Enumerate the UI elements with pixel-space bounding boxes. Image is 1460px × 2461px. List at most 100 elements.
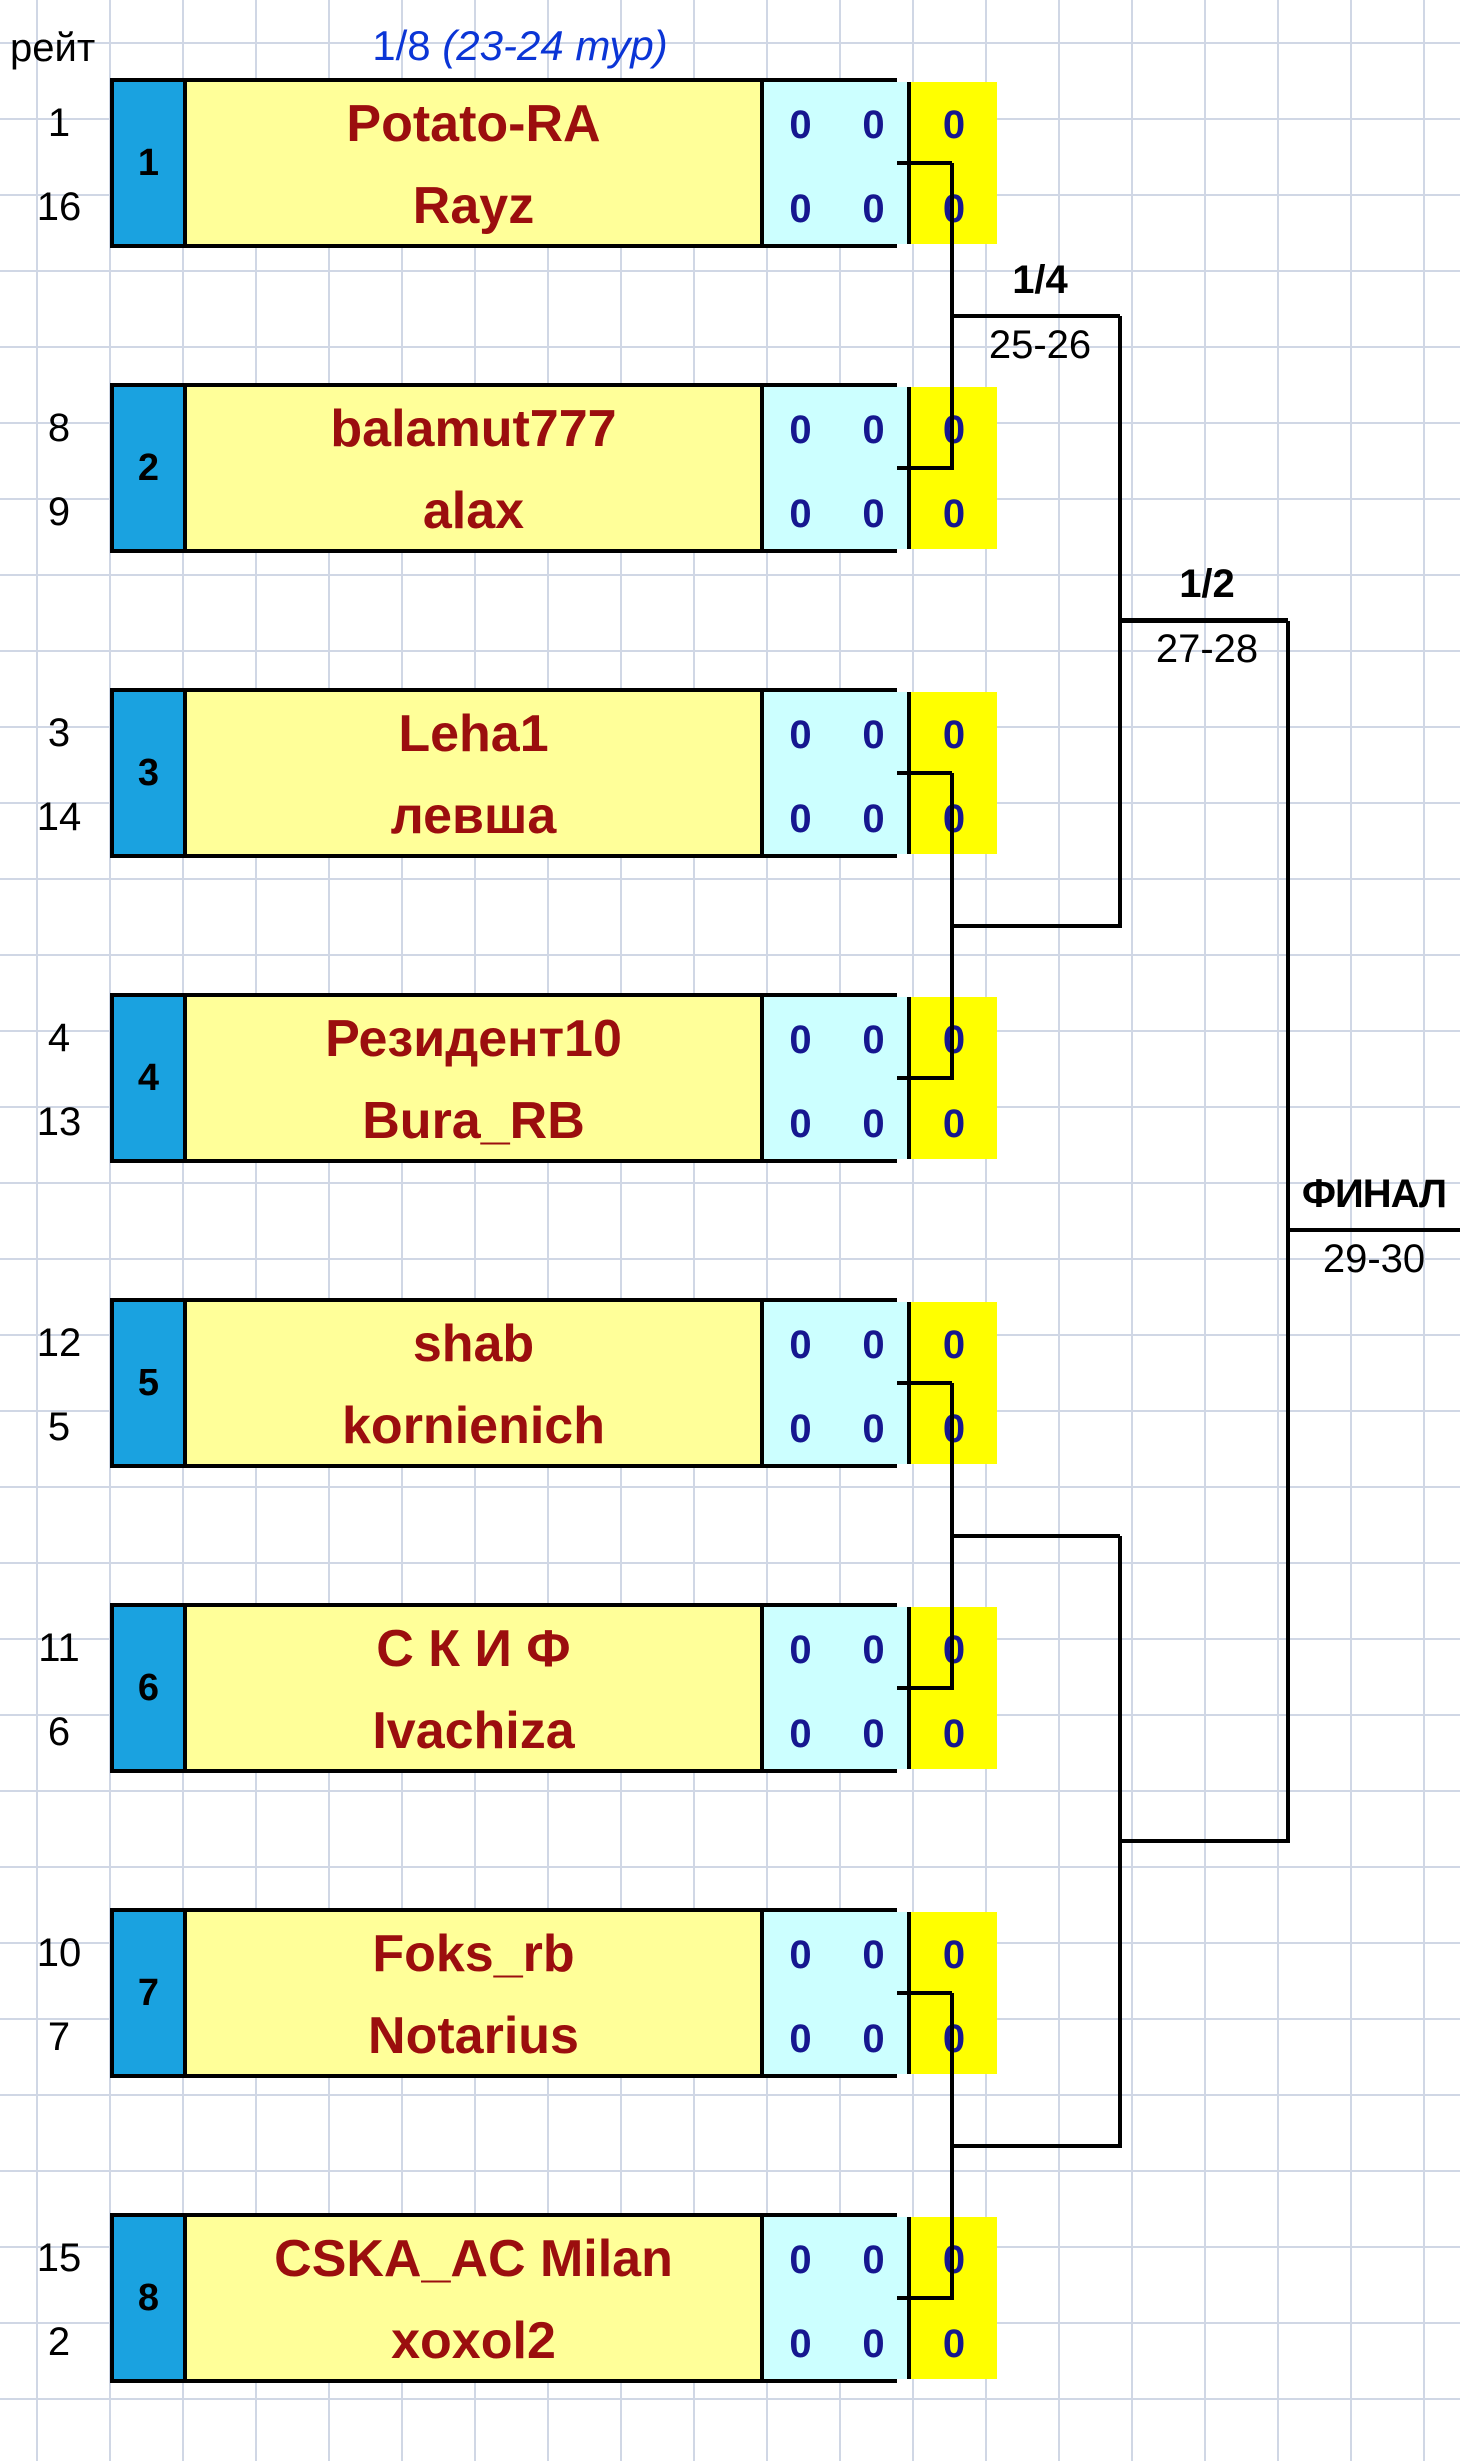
total-score-value: 0 <box>942 2238 966 2282</box>
total-score-value: 0 <box>942 1712 966 1756</box>
player-name: CSKA_AC Milan <box>274 2230 673 2288</box>
player-names: Potato-RA Rayz <box>187 82 764 244</box>
match-number: 8 <box>114 2217 187 2379</box>
player-name: alax <box>422 482 525 540</box>
player-name: Ivachiza <box>372 1702 575 1760</box>
player-name: shab <box>412 1315 535 1373</box>
game1-score: 0 <box>789 187 812 231</box>
player-name: Leha1 <box>398 705 549 763</box>
seed-rating: 2 <box>47 2320 71 2364</box>
bracket-connector <box>897 2296 952 2300</box>
round-of-16-header: 1/8 (23-24 тур) <box>310 22 730 70</box>
seed-rating: 7 <box>47 2015 71 2059</box>
bracket-connector <box>897 1686 952 1690</box>
game2-score: 0 <box>862 1018 885 1062</box>
game2-score: 0 <box>862 2017 885 2061</box>
game1-score: 0 <box>789 1933 812 1977</box>
seed-rating: 3 <box>47 711 71 755</box>
bracket-connector <box>897 466 952 470</box>
player-name: Potato-RA <box>346 95 601 153</box>
seed-rating: 6 <box>47 1710 71 1754</box>
seed-rating: 9 <box>47 490 71 534</box>
game-scores: 0 0 0 0 <box>764 997 911 1159</box>
total-score-value: 0 <box>942 1102 966 1146</box>
game2-score: 0 <box>862 1407 885 1451</box>
bracket-connector <box>897 1381 952 1385</box>
bracket-connector <box>1288 1228 1460 1232</box>
game1-score: 0 <box>789 2017 812 2061</box>
game2-score: 0 <box>862 187 885 231</box>
player-name: Bura_RB <box>362 1092 585 1150</box>
game-scores: 0 0 0 0 <box>764 1302 911 1464</box>
game1-score: 0 <box>789 1323 812 1367</box>
total-score-value: 0 <box>942 1628 966 1672</box>
game2-score: 0 <box>862 1628 885 1672</box>
seed-rating: 13 <box>36 1100 82 1144</box>
seed-rating: 10 <box>36 1931 82 1975</box>
final-label: ФИНАЛ <box>1301 1172 1447 1216</box>
game2-score: 0 <box>862 408 885 452</box>
bracket-connector <box>897 161 952 165</box>
match-number: 1 <box>114 82 187 244</box>
game1-score: 0 <box>789 2238 812 2282</box>
final-tours: 29-30 <box>1322 1237 1426 1281</box>
total-score-value: 0 <box>942 797 966 841</box>
bracket-connector <box>952 923 1120 928</box>
bracket-connector <box>897 1076 952 1080</box>
seed-rating: 4 <box>47 1016 71 1060</box>
game1-score: 0 <box>789 1102 812 1146</box>
player-name: Резидент10 <box>325 1010 622 1068</box>
bracket-connector <box>897 771 952 775</box>
game2-score: 0 <box>862 797 885 841</box>
rating-column-header: рейт <box>10 26 96 70</box>
player-names: С К И Ф Ivachiza <box>187 1607 764 1769</box>
game1-score: 0 <box>789 1407 812 1451</box>
bracket-connector <box>1120 618 1288 622</box>
total-score-value: 0 <box>942 187 966 231</box>
game2-score: 0 <box>862 1323 885 1367</box>
match-number: 6 <box>114 1607 187 1769</box>
game1-score: 0 <box>789 1712 812 1756</box>
game2-score: 0 <box>862 1102 885 1146</box>
game1-score: 0 <box>789 797 812 841</box>
quarter-final-label: 1/4 <box>1012 258 1068 302</box>
semi-final-label: 1/2 <box>1179 562 1235 606</box>
game1-score: 0 <box>789 103 812 147</box>
seed-rating: 16 <box>36 185 82 229</box>
game1-score: 0 <box>789 1628 812 1672</box>
player-names: balamut777 alax <box>187 387 764 549</box>
total-score-value: 0 <box>942 713 966 757</box>
seed-rating: 14 <box>36 795 82 839</box>
player-name: Rayz <box>412 177 535 235</box>
bracket-connector <box>897 1991 952 1995</box>
match-number: 3 <box>114 692 187 854</box>
match-number: 4 <box>114 997 187 1159</box>
game1-score: 0 <box>789 1018 812 1062</box>
total-score-value: 0 <box>942 1407 966 1451</box>
player-name: balamut777 <box>330 400 617 458</box>
game1-score: 0 <box>789 713 812 757</box>
seed-rating: 8 <box>47 406 71 450</box>
bracket-connector <box>952 314 1120 318</box>
game2-score: 0 <box>862 103 885 147</box>
game1-score: 0 <box>789 492 812 536</box>
player-name: С К И Ф <box>376 1620 571 1678</box>
game-scores: 0 0 0 0 <box>764 82 911 244</box>
